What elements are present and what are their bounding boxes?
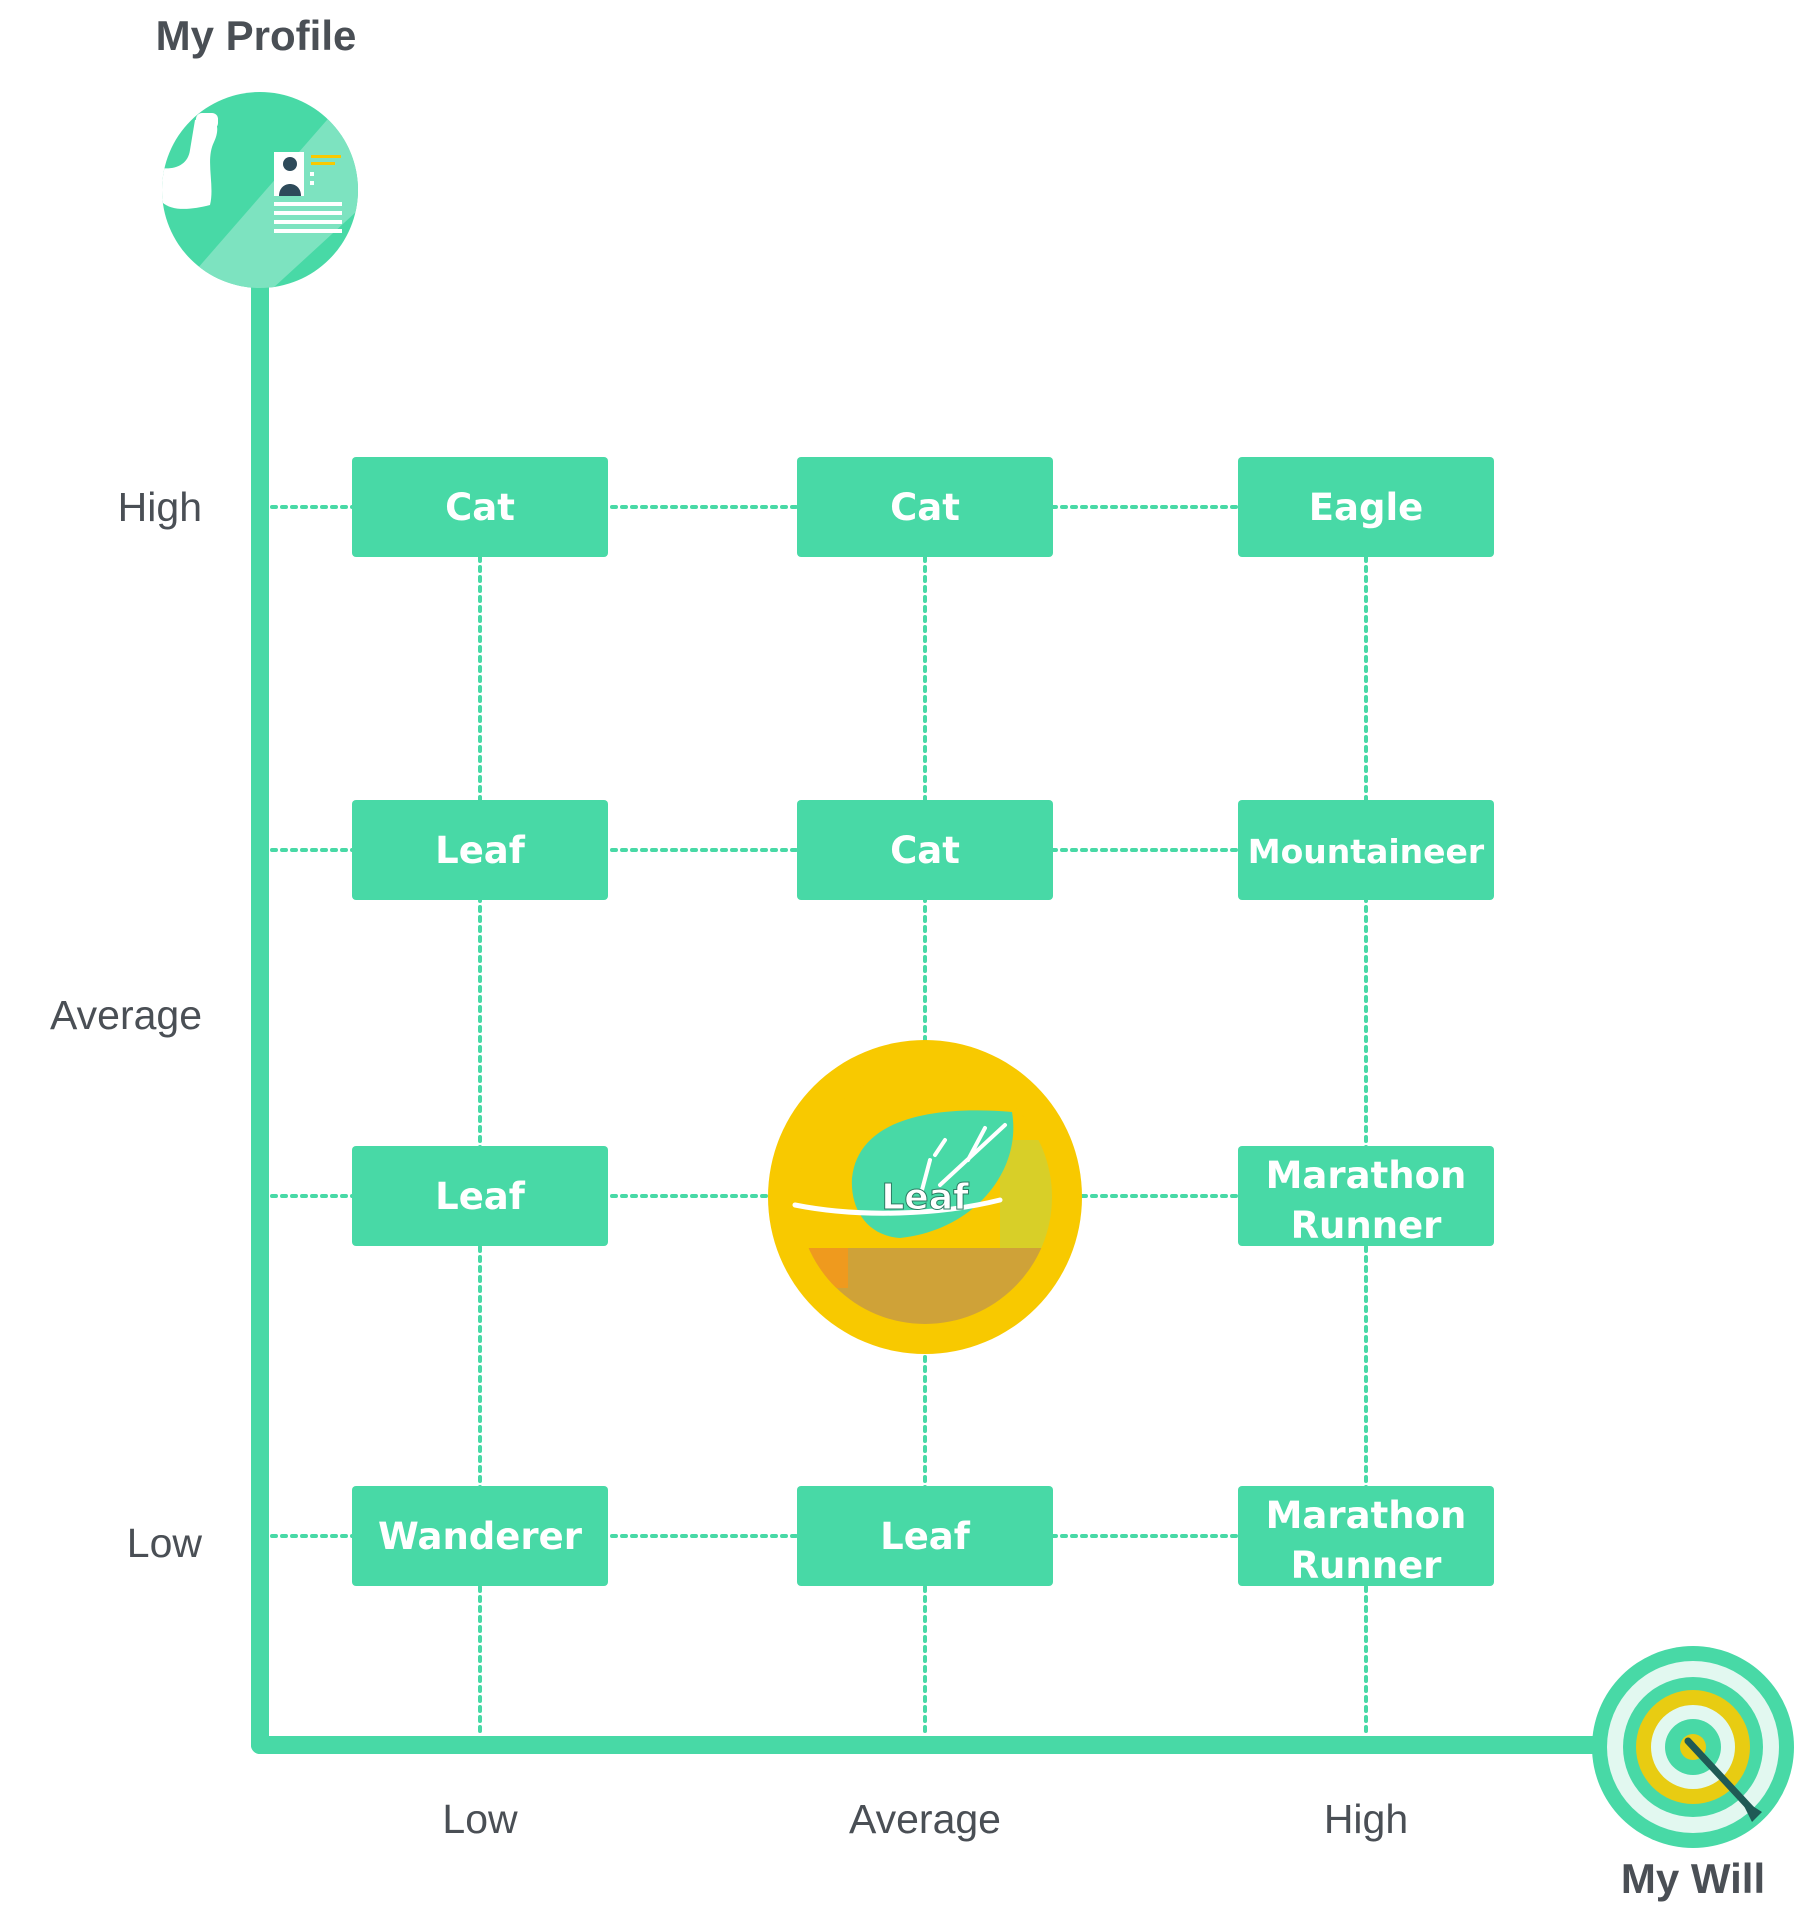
matrix-cell: Leaf	[797, 1486, 1053, 1586]
matrix-cell-label: Leaf	[435, 829, 526, 872]
matrix-cell-box	[352, 1146, 608, 1246]
matrix-cell-box	[352, 457, 608, 557]
matrix-cell: Wanderer	[352, 1486, 608, 1586]
x-tick-low: Low	[442, 1796, 518, 1842]
matrix-cell-label: Wanderer	[378, 1515, 583, 1558]
matrix-cell-box	[1238, 800, 1494, 900]
matrix-cell-box	[1238, 1486, 1494, 1586]
matrix-cell: Eagle	[1238, 457, 1494, 557]
matrix-cell-label: Leaf	[435, 1175, 526, 1218]
highlight-cell-label: Leaf	[881, 1177, 969, 1218]
matrix-cell-box	[1238, 1146, 1494, 1246]
matrix-cell-label: Eagle	[1309, 486, 1424, 529]
matrix-cell-box	[797, 1486, 1053, 1586]
matrix-cell: Cat	[797, 457, 1053, 557]
matrix-cell-label: Leaf	[880, 1515, 971, 1558]
x-tick-average: Average	[849, 1796, 1001, 1842]
matrix-cell-label: Cat	[890, 486, 960, 529]
leaf-icon: Leaf	[768, 1040, 1082, 1354]
x-axis-title: My Will	[1621, 1855, 1765, 1902]
matrix-cell-box	[352, 800, 608, 900]
x-tick-high: High	[1324, 1796, 1408, 1842]
y-axis-title: My Profile	[156, 12, 357, 59]
matrix-cell: Leaf	[352, 1146, 608, 1246]
matrix-cell: Mountaineer	[1238, 800, 1494, 900]
matrix-cell: Leaf	[352, 800, 608, 900]
profile-badge-icon	[162, 92, 358, 288]
y-tick-average: Average	[50, 992, 202, 1038]
matrix-cell-box	[352, 1486, 608, 1586]
matrix-cell-label: Cat	[890, 829, 960, 872]
y-tick-low: Low	[127, 1520, 203, 1566]
matrix-cell-label: Mountaineer	[1248, 832, 1485, 871]
matrix-cell-box	[797, 800, 1053, 900]
matrix-cell: Cat	[352, 457, 608, 557]
y-tick-high: High	[118, 484, 202, 530]
matrix-cell-box	[797, 457, 1053, 557]
matrix-cell-label: Cat	[445, 486, 515, 529]
target-dart-icon	[1592, 1646, 1794, 1848]
matrix-cell: Cat	[797, 800, 1053, 900]
matrix-cell-box	[1238, 457, 1494, 557]
